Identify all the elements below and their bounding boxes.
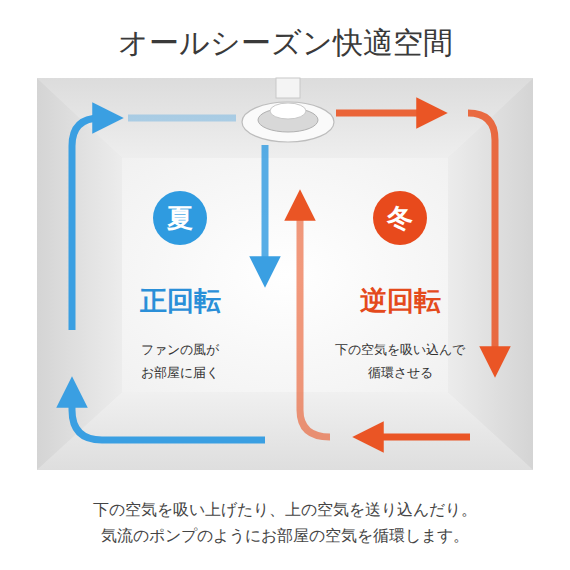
airflow-arrow — [300, 205, 330, 437]
winter-airflow — [300, 113, 495, 437]
ceiling — [37, 78, 533, 158]
season-badge: 冬 — [373, 191, 427, 245]
airflow-arrow — [262, 145, 269, 272]
title: オールシーズン快適空間 — [118, 23, 453, 64]
airflow-line — [128, 115, 236, 122]
season-text: 夏 — [167, 205, 193, 231]
room — [37, 78, 533, 470]
fan-ring — [242, 102, 334, 142]
room-frame — [37, 78, 533, 470]
fan-mount — [276, 78, 300, 98]
fan-hub — [270, 103, 306, 119]
rotation-label: 逆回転 — [320, 277, 480, 324]
airflow-arrow — [336, 110, 432, 117]
airflow-arrow — [468, 113, 495, 362]
left-wall — [37, 78, 122, 470]
right-wall — [448, 78, 533, 470]
airflow-arrow — [72, 392, 265, 440]
season-text: 冬 — [387, 205, 413, 231]
floor — [37, 392, 533, 470]
caption: 下の空気を吸い上げたり、上の空気を送り込んだり。 気流のポンプのようにお部屋の空… — [70, 497, 500, 550]
ceiling-fan — [242, 78, 334, 142]
summer-airflow — [72, 118, 265, 440]
season-badge: 夏 — [153, 191, 207, 245]
airflow-arrow — [72, 118, 108, 330]
description: 下の空気を吸い込んで 循環させる — [325, 339, 475, 385]
rotation-label: 正回転 — [100, 277, 260, 324]
airflow-arrow — [368, 434, 470, 441]
description: ファンの風が お部屋に届く — [105, 339, 255, 385]
